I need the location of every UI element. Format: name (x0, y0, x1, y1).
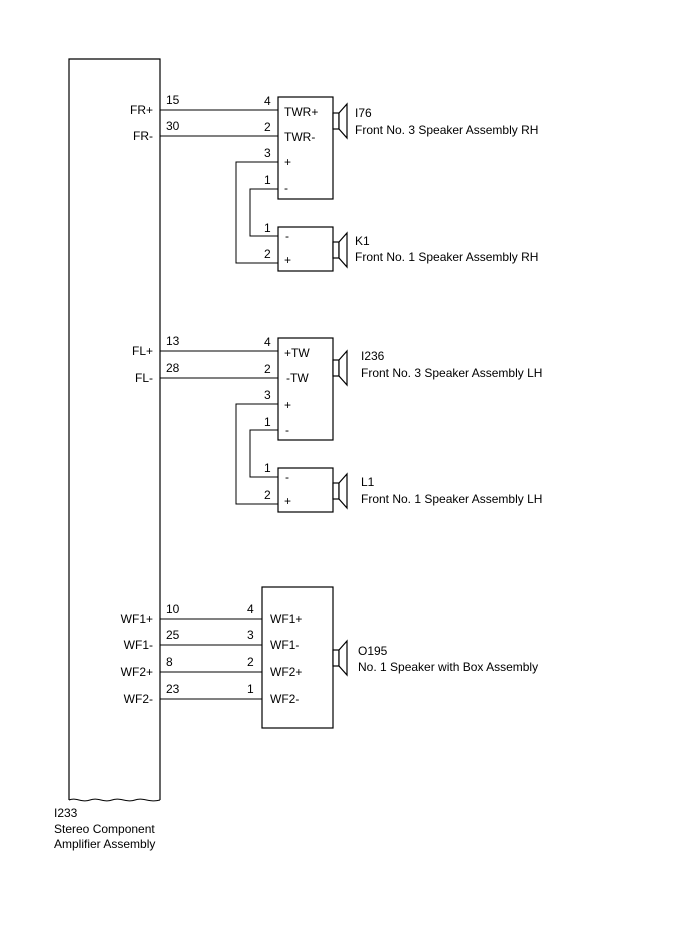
l1-code: L1 (361, 475, 375, 489)
amplifier-signal-labels: FR+ FR- FL+ FL- WF1+ WF1- WF2+ WF2- (121, 103, 153, 706)
o195-terminal-wf2-minus: WF2- (270, 692, 299, 706)
i76-pin-1: 1 (264, 173, 271, 187)
i236-pin-3: 3 (264, 388, 271, 402)
l1-speaker-icon (332, 472, 348, 510)
connector-k1: - + 1 2 K1 Front No. 1 Speaker Assembly … (264, 221, 538, 272)
o195-pin-4: 4 (247, 602, 254, 616)
i76-pin-2: 2 (264, 120, 271, 134)
signal-fl-plus: FL+ (132, 344, 153, 358)
i76-pin-3: 3 (264, 146, 271, 160)
l1-pin-2: 2 (264, 488, 271, 502)
l1-pin-1: 1 (264, 461, 271, 475)
i76-name: Front No. 3 Speaker Assembly RH (355, 123, 538, 137)
wire-i236-3-to-l1-2 (235, 403, 278, 505)
amplifier-name-line2: Amplifier Assembly (54, 837, 155, 851)
k1-terminal-minus: - (285, 229, 289, 243)
k1-code: K1 (355, 234, 370, 248)
o195-pin-2: 2 (247, 655, 254, 669)
l1-terminal-minus: - (285, 470, 289, 484)
amp-pin-wf1-plus: 10 (166, 602, 180, 616)
o195-box (261, 586, 334, 729)
o195-pin-1: 1 (247, 682, 254, 696)
jumper-wires-lh (235, 403, 278, 505)
i236-box (277, 337, 334, 441)
k1-pin-1: 1 (264, 221, 271, 235)
signal-wf1-minus: WF1- (124, 638, 153, 652)
k1-terminal-plus: + (284, 253, 291, 267)
l1-name: Front No. 1 Speaker Assembly LH (361, 492, 542, 506)
k1-box (277, 226, 334, 272)
k1-name: Front No. 1 Speaker Assembly RH (355, 250, 538, 264)
connector-l1: - + 1 2 L1 Front No. 1 Speaker Assembly … (264, 461, 542, 513)
k1-speaker-icon (332, 231, 348, 269)
amplifier-wires (160, 109, 278, 700)
amp-pin-fr-plus: 15 (166, 93, 180, 107)
amplifier-outline (68, 58, 161, 800)
o195-terminal-wf1-plus: WF1+ (270, 612, 302, 626)
i76-box (277, 96, 334, 200)
signal-fr-minus: FR- (133, 129, 153, 143)
amp-pin-fl-plus: 13 (166, 334, 180, 348)
i76-terminal-minus: - (284, 181, 288, 195)
signal-fl-minus: FL- (135, 371, 153, 385)
i76-code: I76 (355, 106, 372, 120)
amplifier-name-line1: Stereo Component (54, 822, 155, 836)
i236-name: Front No. 3 Speaker Assembly LH (361, 366, 542, 380)
amp-pin-fl-minus: 28 (166, 361, 180, 375)
wire-i76-1-to-k1-1 (249, 188, 278, 237)
i236-terminal-minus: - (285, 423, 289, 437)
wire-i236-1-to-l1-1 (249, 429, 278, 478)
signal-wf2-plus: WF2+ (121, 665, 153, 679)
i76-speaker-icon (332, 102, 348, 140)
wire-i76-3-to-k1-2 (235, 161, 278, 264)
amp-pin-wf1-minus: 25 (166, 628, 180, 642)
signal-wf2-minus: WF2- (124, 692, 153, 706)
i236-pin-2: 2 (264, 362, 271, 376)
amp-pin-fr-minus: 30 (166, 119, 180, 133)
i236-terminal-plus-tw: +TW (284, 346, 310, 360)
o195-terminal-wf2-plus: WF2+ (270, 665, 302, 679)
o195-terminal-wf1-minus: WF1- (270, 638, 299, 652)
i236-pin-1: 1 (264, 415, 271, 429)
o195-pin-3: 3 (247, 628, 254, 642)
i236-terminal-minus-tw: -TW (286, 371, 309, 385)
amp-pin-wf2-minus: 23 (166, 682, 180, 696)
i76-pin-4: 4 (264, 94, 271, 108)
i76-terminal-plus: + (284, 155, 291, 169)
signal-wf1-plus: WF1+ (121, 612, 153, 626)
o195-code: O195 (358, 644, 388, 658)
i236-code: I236 (361, 349, 385, 363)
connector-i76: TWR+ TWR- + - 4 2 3 1 I76 Front No. 3 Sp… (264, 94, 538, 200)
i236-pin-4: 4 (264, 335, 271, 349)
i236-terminal-plus: + (284, 398, 291, 412)
amplifier-block: I233 Stereo Component Amplifier Assembly (54, 58, 161, 851)
amp-pin-wf2-plus: 8 (166, 655, 173, 669)
o195-speaker-icon (332, 639, 348, 677)
i76-terminal-twr-plus: TWR+ (284, 105, 318, 119)
l1-terminal-plus: + (284, 494, 291, 508)
amplifier-pin-numbers: 15 30 13 28 10 25 8 23 (166, 93, 180, 696)
i236-speaker-icon (332, 349, 348, 387)
k1-pin-2: 2 (264, 247, 271, 261)
o195-name: No. 1 Speaker with Box Assembly (358, 660, 538, 674)
i76-terminal-twr-minus: TWR- (284, 130, 315, 144)
connector-o195: WF1+ WF1- WF2+ WF2- 4 3 2 1 O195 No. 1 S… (247, 586, 538, 729)
connector-i236: +TW -TW + - 4 2 3 1 I236 Front No. 3 Spe… (264, 335, 542, 441)
amplifier-code: I233 (54, 806, 78, 820)
amplifier-break-line (68, 798, 161, 802)
signal-fr-plus: FR+ (130, 103, 153, 117)
jumper-wires-rh (235, 161, 278, 264)
